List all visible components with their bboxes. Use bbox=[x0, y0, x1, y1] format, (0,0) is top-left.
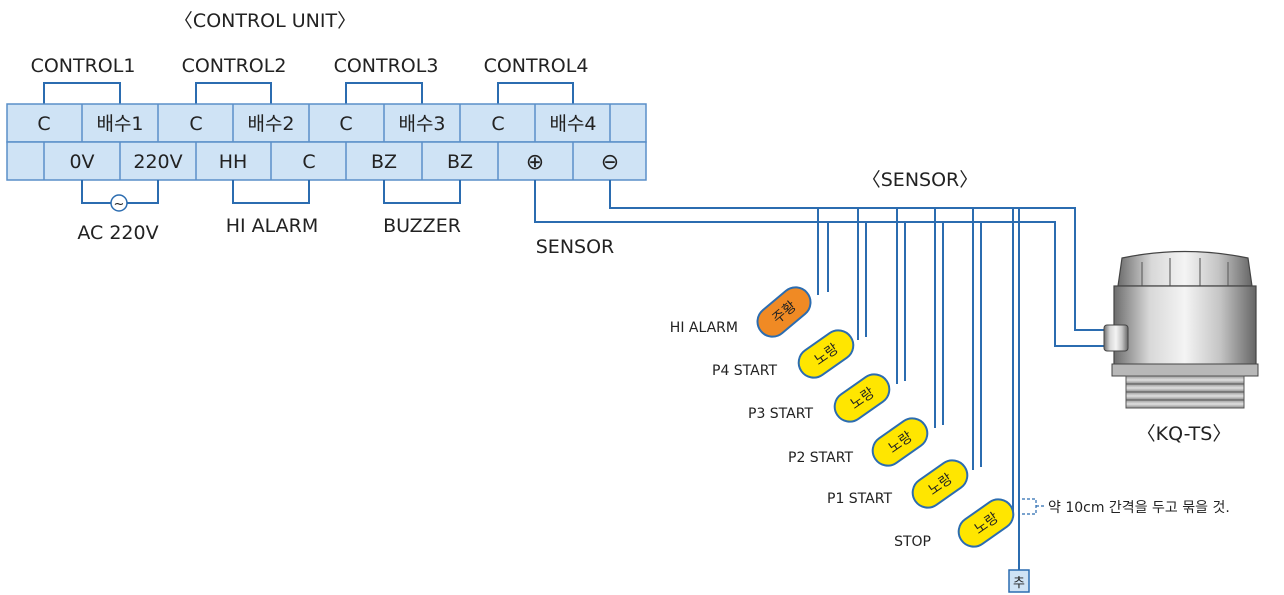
terminal-bottom-plus: ⊕ bbox=[526, 150, 544, 175]
sensor-wires bbox=[534, 180, 1110, 570]
kqts-sensor-icon bbox=[1103, 250, 1259, 409]
float-p2-label: P2 START bbox=[788, 450, 853, 466]
terminal-bottom-0v: 0V bbox=[69, 151, 94, 173]
hi-alarm-terminal-label: HI ALARM bbox=[226, 215, 319, 237]
ac-220v-label: AC 220V bbox=[77, 222, 158, 244]
terminal-bottom-minus: ⊖ bbox=[601, 150, 619, 175]
buzzer-label: BUZZER bbox=[383, 215, 461, 237]
spacing-bracket bbox=[1022, 498, 1044, 515]
terminal-block bbox=[6, 103, 647, 181]
weight-label: 추 bbox=[1013, 576, 1025, 591]
weight-box bbox=[1008, 569, 1030, 593]
float-p3: 노랑 bbox=[833, 373, 891, 423]
control2-label: CONTROL2 bbox=[182, 55, 287, 77]
spacing-note: 약 10cm 간격을 두고 묶을 것. bbox=[1048, 500, 1230, 516]
terminal-bottom-c: C bbox=[302, 151, 315, 173]
control4-label: CONTROL4 bbox=[484, 55, 589, 77]
float-p1-label: P1 START bbox=[827, 491, 892, 507]
bottom-brackets bbox=[81, 180, 461, 204]
terminal-top-drain2: 배수2 bbox=[247, 113, 294, 135]
control1-label: CONTROL1 bbox=[31, 55, 136, 77]
control-unit-title: 〈CONTROL UNIT〉 bbox=[174, 10, 356, 32]
kqts-label: 〈KQ-TS〉 bbox=[1137, 423, 1232, 445]
float-stop: 노랑 bbox=[957, 498, 1015, 548]
float-p4-label: P4 START bbox=[712, 363, 777, 379]
terminal-top-drain3: 배수3 bbox=[398, 113, 445, 135]
float-p2: 노랑 bbox=[871, 417, 929, 467]
terminal-bottom-220v: 220V bbox=[133, 151, 182, 173]
ac-symbol: ~ bbox=[114, 197, 125, 212]
terminal-top-drain1: 배수1 bbox=[96, 113, 143, 135]
terminal-bottom-bz2: BZ bbox=[447, 151, 473, 173]
float-hi-alarm: 주황 bbox=[756, 286, 812, 338]
control-brackets bbox=[43, 82, 574, 104]
float-p3-label: P3 START bbox=[748, 406, 813, 422]
terminal-top-c2: C bbox=[189, 113, 202, 135]
terminal-bottom-bz1: BZ bbox=[371, 151, 397, 173]
control3-label: CONTROL3 bbox=[334, 55, 439, 77]
terminal-top-c3: C bbox=[339, 113, 352, 135]
ac-symbol-circle bbox=[110, 194, 128, 212]
sensor-title: 〈SENSOR〉 bbox=[862, 169, 979, 191]
float-stop-label: STOP bbox=[894, 534, 931, 550]
terminal-top-c1: C bbox=[37, 113, 50, 135]
float-hi-alarm-label: HI ALARM bbox=[670, 320, 738, 336]
terminal-top-drain4: 배수4 bbox=[549, 113, 596, 135]
float-p1: 노랑 bbox=[911, 459, 969, 509]
sensor-terminal-label: SENSOR bbox=[536, 236, 615, 258]
float-p4: 노랑 bbox=[797, 329, 855, 379]
terminal-bottom-hh: HH bbox=[219, 151, 248, 173]
terminal-top-c4: C bbox=[491, 113, 504, 135]
